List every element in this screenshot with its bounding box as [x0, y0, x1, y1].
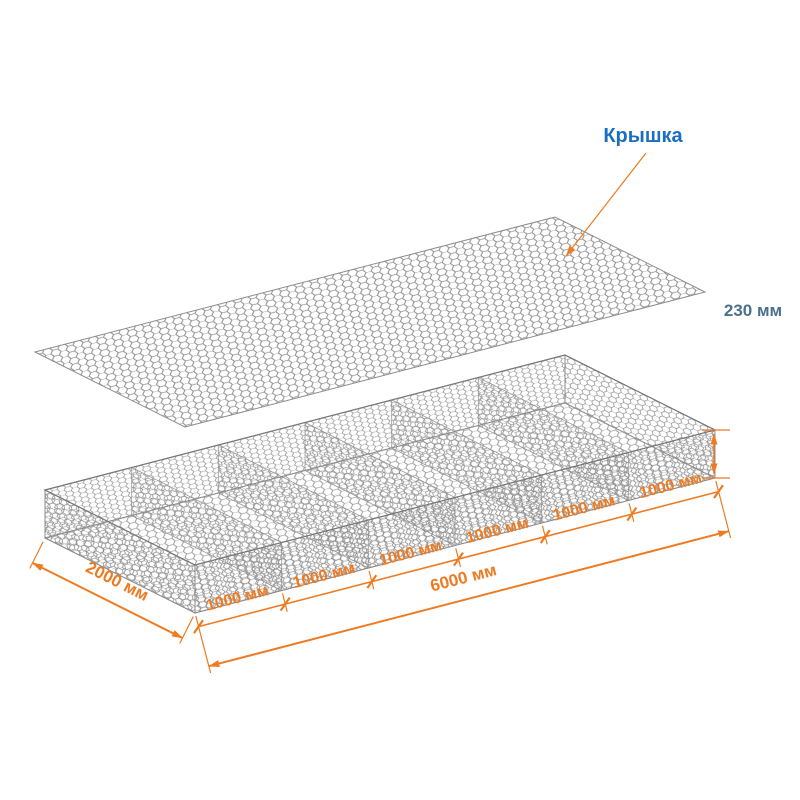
- dim-tick: [193, 619, 204, 634]
- lid-label: Крышка: [603, 125, 683, 147]
- length-dim-label: 6000 мм: [428, 560, 498, 595]
- height-dim-label: 230 мм: [724, 301, 782, 320]
- lid-callout: Крышка: [565, 125, 684, 257]
- extension-line: [715, 480, 732, 539]
- box-mesh: [43, 354, 717, 614]
- extension-line: [29, 541, 44, 569]
- dim-height: 230 мм: [702, 301, 782, 479]
- length-dim-line: [208, 530, 730, 668]
- lid-leader-arrow: [565, 152, 647, 257]
- lid-mesh-panel: [33, 216, 707, 428]
- lid-panel: [33, 216, 707, 428]
- extension-line: [179, 616, 194, 644]
- dim-tick: [713, 484, 724, 499]
- extension-line: [628, 503, 635, 522]
- dim-tick: [626, 506, 638, 522]
- width-dim-line: [32, 562, 183, 639]
